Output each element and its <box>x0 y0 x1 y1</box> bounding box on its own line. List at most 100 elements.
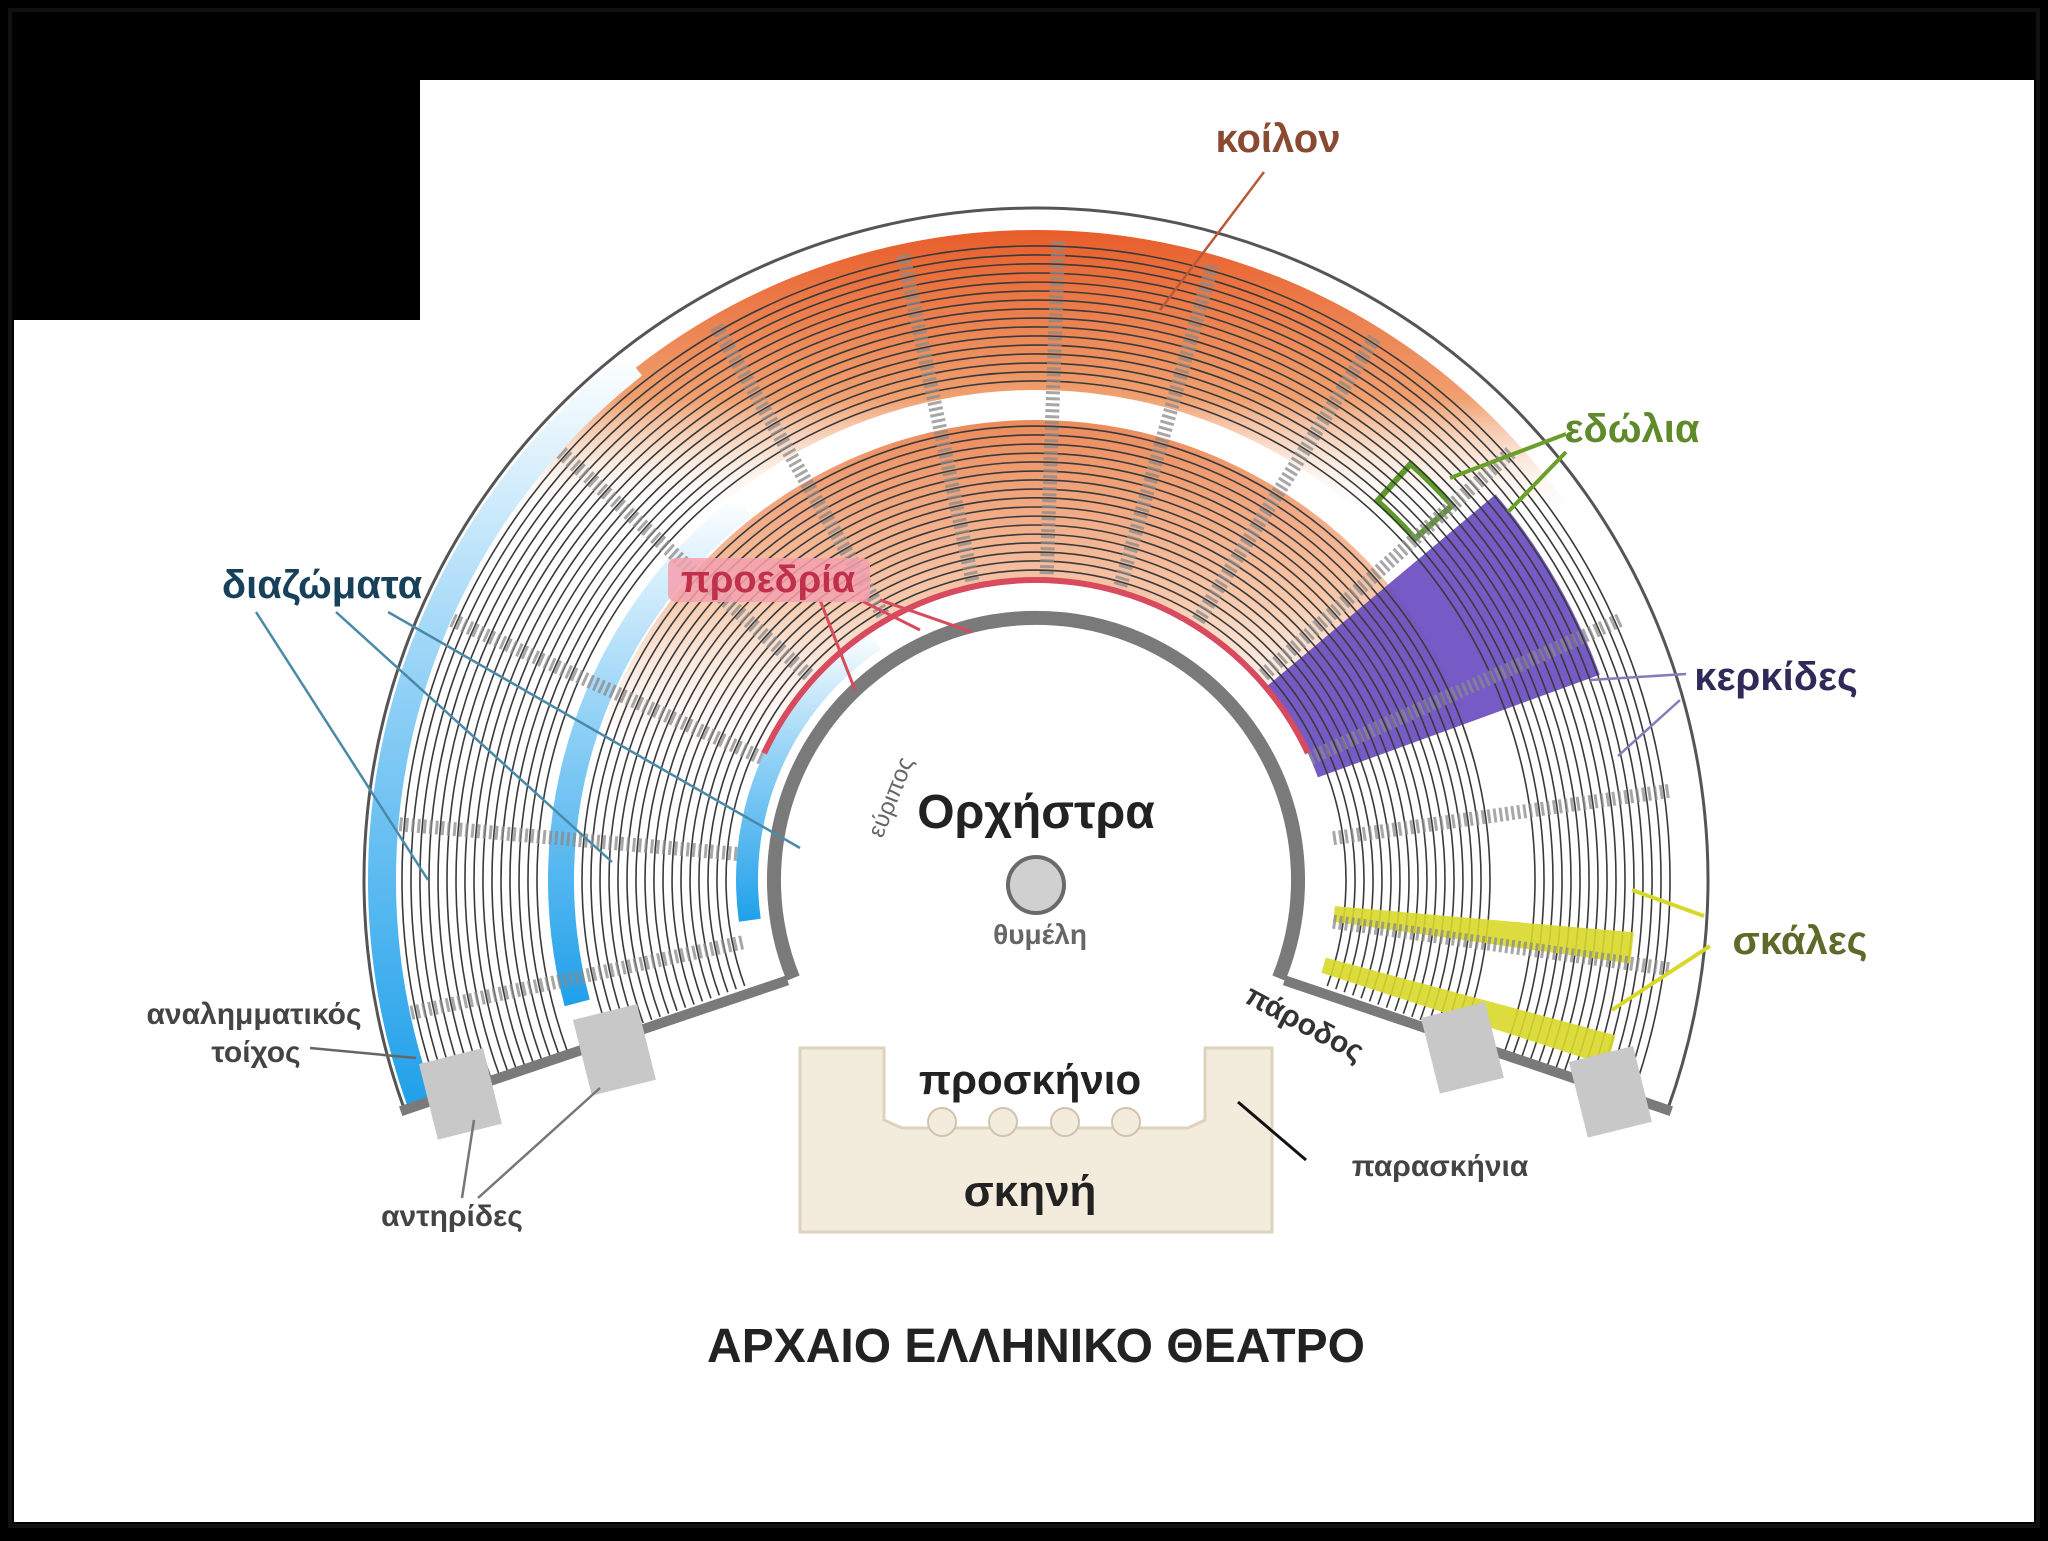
stairway <box>1039 240 1066 581</box>
antirides-leaders <box>460 1087 601 1199</box>
seat-row <box>635 742 661 1018</box>
seat-row <box>626 739 653 1021</box>
analimmatikos-leader <box>309 1046 417 1060</box>
seat-row <box>428 672 467 1088</box>
diazoma-middle <box>547 495 752 1007</box>
paraskinia-leader <box>1237 1100 1307 1162</box>
seat-row <box>507 317 1565 689</box>
seat-row <box>437 675 475 1085</box>
diazoma-outer <box>368 353 642 1109</box>
label-analimmatikos-line1: αναλημματικός <box>146 998 361 1031</box>
koilon-leader <box>1159 171 1265 311</box>
label-kerkides: κερκίδες <box>1694 655 1858 699</box>
label-skini: σκηνή <box>964 1167 1097 1216</box>
seat-row <box>401 662 441 1098</box>
seat-row <box>644 746 670 1014</box>
seat-row <box>698 764 721 996</box>
label-antirides: αντηρίδες <box>381 1200 523 1233</box>
stairway <box>1332 783 1671 846</box>
seat-row <box>1588 678 1626 1082</box>
stairway <box>1189 333 1382 630</box>
skene-building <box>798 1046 1274 1234</box>
proedria-label-background <box>668 558 870 602</box>
seat-row <box>455 681 492 1079</box>
outer-wall <box>362 206 1710 1111</box>
buttress <box>418 1048 502 1140</box>
seat-row <box>419 669 458 1091</box>
label-koilon: κοίλον <box>1216 117 1341 161</box>
seat-row <box>676 497 1396 750</box>
seat-row <box>557 371 1515 707</box>
diagram-frame <box>8 8 2040 1528</box>
seat-row <box>1605 672 1644 1088</box>
seat-row <box>1394 749 1419 1011</box>
labels: κοίλον εδώλια διαζώματα προεδρία κερκίδε… <box>146 117 1867 1373</box>
seat-row <box>743 569 1329 775</box>
kerkides-leaders <box>1589 672 1687 757</box>
stairway <box>1254 446 1517 685</box>
edolia-marker <box>1373 459 1457 543</box>
skales-band <box>1333 906 1634 964</box>
seat-row <box>527 706 560 1054</box>
leader-lines <box>254 171 1712 1199</box>
seat-row <box>1453 727 1482 1033</box>
stairway <box>1111 262 1220 594</box>
buttress <box>1420 1002 1504 1094</box>
seat-row <box>410 665 450 1095</box>
seat-row <box>1360 761 1383 999</box>
seat-row <box>1622 665 1662 1095</box>
seat-row <box>659 479 1413 744</box>
seat-row <box>473 687 509 1073</box>
seat-row <box>710 533 1362 762</box>
seat-row <box>1428 736 1455 1024</box>
thymele-altar <box>1006 855 1066 915</box>
seat-row <box>491 693 526 1067</box>
stairway <box>1332 914 1671 977</box>
seat-row <box>518 702 551 1058</box>
seat-row <box>1385 752 1410 1008</box>
buttress <box>572 1004 656 1096</box>
label-proskinio: προσκήνιο <box>919 1056 1141 1103</box>
seat-row <box>1546 693 1581 1067</box>
seat-row <box>1571 684 1608 1076</box>
seat-row <box>524 335 1548 695</box>
seat-row <box>464 684 501 1076</box>
seat-row <box>1368 758 1392 1002</box>
seat-row <box>536 709 568 1051</box>
seat-row <box>540 353 1532 701</box>
stairway <box>448 613 765 765</box>
diazoma-inner <box>735 631 881 922</box>
seat-row <box>716 770 737 990</box>
seat-row <box>1521 702 1554 1058</box>
seat-row <box>662 752 687 1008</box>
stairway <box>1307 613 1624 765</box>
seat-row <box>707 767 729 993</box>
seat-row <box>509 699 543 1061</box>
skales-leaders <box>1610 888 1712 1012</box>
koilon-lower-band <box>603 420 1469 778</box>
seat-row <box>1419 739 1446 1021</box>
label-edolia: εδώλια <box>1565 407 1700 451</box>
seat-row <box>1436 733 1464 1027</box>
seat-row <box>1461 724 1491 1036</box>
seat-row <box>1512 706 1545 1054</box>
seat-row <box>653 749 678 1011</box>
seat-row <box>671 755 695 1005</box>
seat-row <box>456 263 1616 670</box>
seat-row <box>1563 687 1599 1073</box>
label-proedria: προεδρία <box>681 559 855 601</box>
seat-row <box>599 730 628 1030</box>
edolia-leaders <box>1449 432 1568 514</box>
label-skales: σκάλες <box>1733 919 1868 963</box>
seat-row <box>1402 746 1428 1014</box>
seat-row <box>1504 709 1536 1051</box>
seat-row <box>500 696 535 1064</box>
label-analimmatikos-line2: τοίχος <box>211 1036 300 1069</box>
diazomata-leaders <box>254 610 801 881</box>
seat-row <box>1614 669 1653 1091</box>
seat-row <box>490 299 1582 682</box>
seat-row <box>581 724 611 1036</box>
kerkides-block <box>1265 494 1600 778</box>
label-paraskinia: παρασκήνια <box>1352 1150 1529 1183</box>
